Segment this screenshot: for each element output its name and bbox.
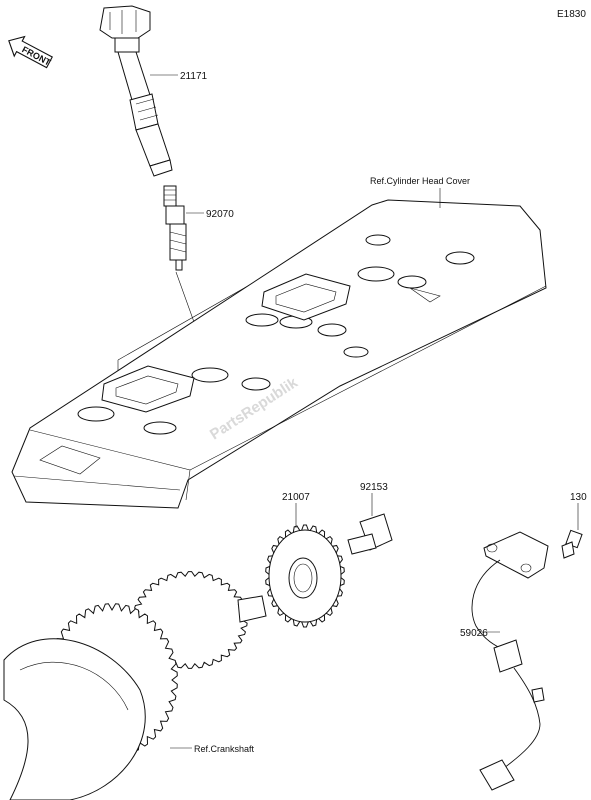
bolt-130 — [561, 529, 583, 559]
crankshaft — [3, 571, 267, 800]
bolt-92153 — [347, 513, 393, 555]
diagram-code: E1830 — [557, 9, 586, 20]
label-21007: 21007 — [282, 492, 310, 503]
cylinder-head-cover — [11, 199, 547, 509]
gear-21007 — [265, 524, 345, 628]
label-92153: 92153 — [360, 482, 388, 493]
label-21171: 21171 — [180, 71, 208, 82]
ref-cylinder-head-cover: Ref.Cylinder Head Cover — [370, 176, 470, 186]
sensor-59026 — [471, 531, 549, 791]
ref-crankshaft: Ref.Crankshaft — [194, 744, 255, 754]
front-arrow-icon: FRONT — [8, 35, 53, 69]
label-59026: 59026 — [460, 628, 488, 639]
ignition-coil — [99, 5, 173, 177]
label-92070: 92070 — [206, 209, 234, 220]
spark-plug — [163, 185, 187, 271]
label-130: 130 — [570, 492, 587, 503]
